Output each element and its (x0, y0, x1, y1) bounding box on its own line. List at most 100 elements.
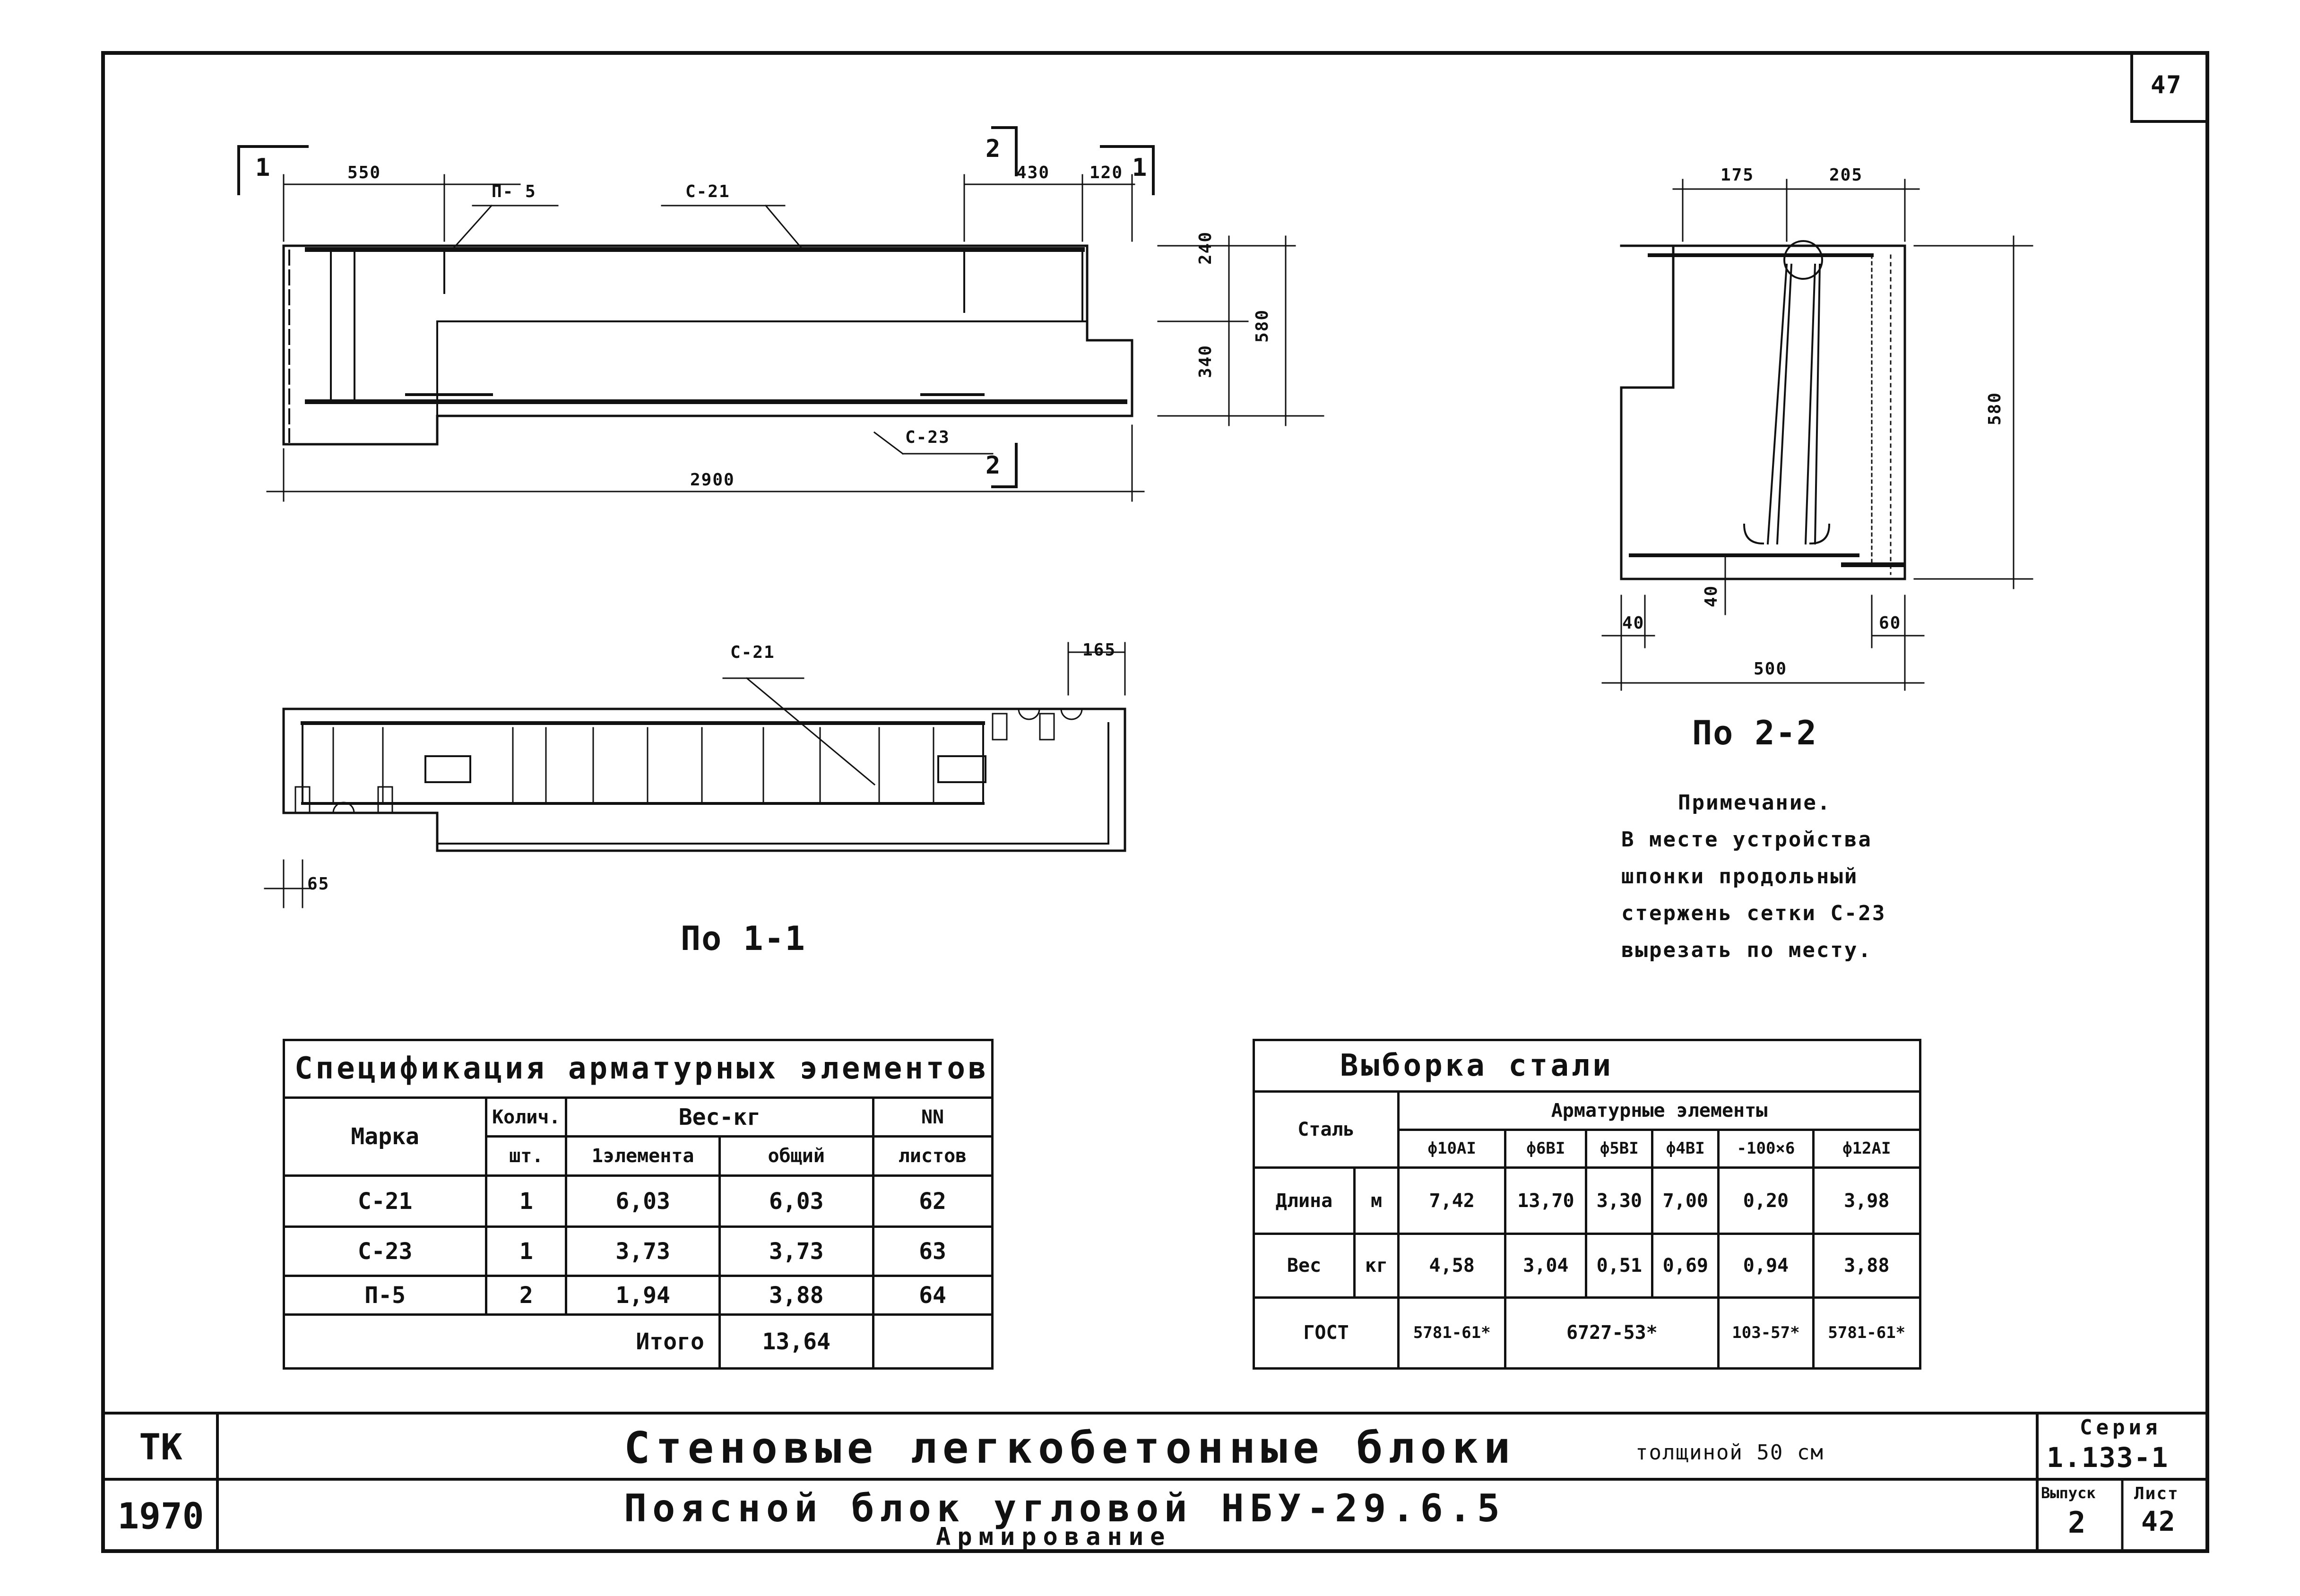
dim-240: 240 (1196, 231, 1215, 265)
plan-dimensions (264, 642, 1126, 908)
steel-length-value: 3,98 (1812, 1166, 1922, 1235)
steel-table: Выборка стали Сталь Арматурные элементы … (1253, 1039, 1922, 1370)
steel-length-label: Длина (1253, 1166, 1356, 1235)
stamp-year: 1970 (117, 1494, 204, 1537)
section-mark-1-left: 1 (255, 154, 271, 182)
note-line-3: стержень сетки С-23 (1621, 901, 1886, 925)
steel-weight-value: 3,88 (1812, 1233, 1922, 1299)
steel-col-2: ф6ВI (1504, 1128, 1588, 1169)
dim-205: 205 (1829, 165, 1863, 185)
steel-col-1: ф10АI (1397, 1128, 1507, 1169)
spec-total-empty (872, 1313, 994, 1370)
dim-2900: 2900 (690, 470, 735, 490)
spec-head-mark: Марка (282, 1096, 488, 1177)
stamp-tk: ТК (139, 1425, 182, 1468)
spec-total-value: 13,64 (718, 1313, 874, 1370)
steel-row-gost: ГОСТ 5781-61* 6727-53* 103-57* 5781-61* (1253, 1296, 1922, 1370)
dim-550: 550 (347, 163, 381, 182)
stamp-sheet-label: Лист (2134, 1484, 2179, 1503)
steel-length-value: 7,42 (1397, 1166, 1507, 1235)
steel-weight-value: 4,58 (1397, 1233, 1507, 1299)
dim-40-left: 40 (1622, 613, 1645, 633)
spec-cell-sheet: 62 (872, 1174, 994, 1228)
stamp-issue-label: Выпуск (2041, 1484, 2096, 1502)
dim-430: 430 (1016, 163, 1050, 182)
spec-title: Спецификация арматурных элементов (283, 1039, 994, 1099)
spec-cell-one: 1,94 (565, 1274, 721, 1316)
elevation-drawing (282, 244, 1133, 446)
steel-weight-value: 0,94 (1717, 1233, 1815, 1299)
dim-340: 340 (1196, 344, 1215, 378)
note-line-4: вырезать по месту. (1621, 938, 1872, 962)
steel-gost-1: 5781-61* (1397, 1296, 1507, 1370)
stamp-sheet-value: 42 (2141, 1505, 2176, 1537)
stamp-issue-value: 2 (2068, 1505, 2087, 1540)
sheet-number-box (2130, 52, 2209, 123)
steel-row-weight: Вес кг 4,58 3,04 0,51 0,69 0,94 3,88 (1253, 1233, 1922, 1299)
spec-head-weight: Вес-кг (565, 1096, 874, 1138)
spec-row: С-21 1 6,03 6,03 62 (282, 1174, 994, 1228)
stamp-series-label: Серия (2080, 1415, 2162, 1440)
spec-head-weight-total: общий (718, 1135, 874, 1177)
section-mark-2-bottom: 2 (986, 451, 1002, 480)
steel-gost-4: 5781-61* (1812, 1296, 1922, 1370)
dim-120: 120 (1089, 163, 1124, 182)
dim-40-vertical: 40 (1702, 585, 1721, 607)
steel-weight-value: 0,69 (1651, 1233, 1720, 1299)
steel-length-value: 3,30 (1585, 1166, 1654, 1235)
spec-head-weight-one: 1элемента (565, 1135, 721, 1177)
dim-580-section: 580 (1985, 391, 2005, 425)
steel-weight-value: 3,04 (1504, 1233, 1588, 1299)
spec-cell-one: 6,03 (565, 1174, 721, 1228)
spec-cell-mark: П-5 (282, 1274, 488, 1316)
steel-row-length: Длина м 7,42 13,70 3,30 7,00 0,20 3,98 (1253, 1166, 1922, 1235)
steel-title: Выборка стали (1253, 1039, 1921, 1093)
dim-175: 175 (1721, 165, 1755, 185)
spec-cell-sheet: 63 (872, 1225, 994, 1277)
section-caption: По 2-2 (1692, 714, 1817, 752)
spec-head-sheets: NN (872, 1096, 994, 1138)
steel-length-value: 13,70 (1504, 1166, 1588, 1235)
spec-cell-qty: 1 (485, 1174, 568, 1228)
steel-gost-2: 6727-53* (1504, 1296, 1720, 1370)
note-title: Примечание. (1678, 791, 1832, 815)
spec-cell-qty: 2 (485, 1274, 568, 1316)
spec-cell-sheet: 64 (872, 1274, 994, 1316)
spec-row: С-23 1 3,73 3,73 63 (282, 1225, 994, 1277)
spec-cell-total: 3,88 (718, 1274, 874, 1316)
note-line-1: В месте устройства (1621, 828, 1872, 852)
spec-row: П-5 2 1,94 3,88 64 (282, 1274, 994, 1316)
spec-cell-qty: 1 (485, 1225, 568, 1277)
spec-head-qty: Колич. (485, 1096, 568, 1138)
section-drawing (1620, 240, 1906, 580)
steel-weight-label: Вес (1253, 1233, 1356, 1299)
stamp-subtitle-2: Армирование (936, 1523, 1172, 1551)
elevation-dimensions (237, 126, 1324, 502)
spec-cell-total: 6,03 (718, 1174, 874, 1228)
spec-head-sheets-2: листов (872, 1135, 994, 1177)
dim-165: 165 (1082, 640, 1116, 660)
dim-500: 500 (1754, 659, 1788, 679)
section-mark-1-right: 1 (1132, 154, 1148, 182)
steel-gost-3: 103-57* (1717, 1296, 1815, 1370)
spec-cell-total: 3,73 (718, 1225, 874, 1277)
label-c21-plan: С-21 (730, 643, 775, 662)
steel-head-elements: Арматурные элементы (1397, 1090, 1921, 1131)
steel-col-5: -100×6 (1717, 1128, 1815, 1169)
steel-length-unit: м (1353, 1166, 1400, 1235)
stamp-title-main: Стеновые легкобетонные блоки (624, 1423, 1516, 1473)
steel-length-value: 7,00 (1651, 1166, 1720, 1235)
dim-580-elevation: 580 (1253, 309, 1272, 343)
sheet-frame (101, 51, 2209, 1553)
steel-head-steel: Сталь (1253, 1090, 1400, 1169)
label-c21-elevation: С-21 (685, 182, 730, 201)
section-mark-2-top: 2 (986, 135, 1002, 163)
stamp-series-value: 1.133-1 (2047, 1441, 2169, 1474)
dim-65: 65 (307, 874, 330, 894)
dim-60: 60 (1879, 613, 1902, 633)
spec-total-label: Итого (283, 1313, 721, 1370)
steel-col-4: ф4ВI (1651, 1128, 1720, 1169)
steel-col-3: ф5ВI (1585, 1128, 1654, 1169)
spec-head-qty-unit: шт. (485, 1135, 568, 1177)
